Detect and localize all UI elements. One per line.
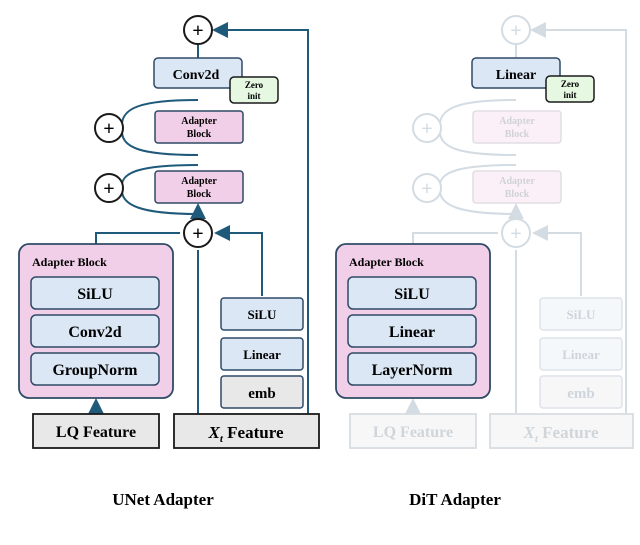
unet-adapter-block-2: Adapter Block: [154, 170, 244, 204]
unet-adapter-block-1: Adapter Block: [154, 110, 244, 144]
svg-text:Xt Feature: Xt Feature: [523, 423, 599, 445]
svg-text:+: +: [510, 223, 521, 245]
dit-lq-feature: LQ Feature: [349, 413, 477, 449]
unet-plus-top: +: [183, 15, 213, 45]
dit-adapter-block-2: Adapter Block: [472, 170, 562, 204]
svg-text:Zero: Zero: [245, 80, 264, 90]
dit-plus-merge: +: [501, 218, 531, 248]
svg-text:Linear: Linear: [496, 68, 536, 83]
svg-text:Block: Block: [187, 129, 212, 140]
svg-text:LQ Feature: LQ Feature: [56, 424, 136, 441]
svg-text:+: +: [192, 223, 203, 245]
dit-plus-adapter-2: +: [412, 173, 442, 203]
dit-emb-linear: Linear: [562, 347, 600, 362]
unet-plus-adapter-1: +: [94, 113, 124, 143]
unet-plus-adapter-2: +: [94, 173, 124, 203]
unet-emb-emb: emb: [248, 386, 276, 402]
unet-block-item-conv2d: Conv2d: [68, 324, 121, 341]
svg-text:Adapter: Adapter: [181, 176, 217, 187]
dit-big-adapter-block: Adapter Block SiLU Linear LayerNorm: [335, 243, 491, 399]
dit-linear-top: Linear: [471, 57, 561, 89]
unet-adapter: + + + + Conv2d Zero init Adapter Block: [18, 15, 320, 509]
unet-caption: UNet Adapter: [112, 490, 214, 509]
svg-text:LQ Feature: LQ Feature: [373, 424, 453, 441]
dit-block-item-silu: SiLU: [394, 286, 430, 303]
unet-big-adapter-block: Adapter Block SiLU Conv2d GroupNorm: [18, 243, 174, 399]
dit-caption: DiT Adapter: [409, 490, 501, 509]
svg-text:Xt Feature: Xt Feature: [208, 423, 284, 445]
unet-block-item-groupnorm: GroupNorm: [52, 362, 138, 379]
svg-text:Block: Block: [505, 189, 530, 200]
dit-adapter: + + + + Linear Zero init Adapter Block: [335, 15, 634, 509]
svg-text:Adapter: Adapter: [499, 176, 535, 187]
svg-text:Conv2d: Conv2d: [173, 68, 220, 83]
dit-block-item-linear: Linear: [389, 324, 435, 341]
svg-text:Block: Block: [505, 129, 530, 140]
svg-text:init: init: [563, 90, 576, 100]
unet-plus-merge: +: [183, 218, 213, 248]
svg-text:+: +: [421, 118, 432, 140]
svg-text:Adapter: Adapter: [181, 116, 217, 127]
dit-plus-top: +: [501, 15, 531, 45]
svg-text:Adapter Block: Adapter Block: [349, 255, 424, 269]
dit-emb-silu: SiLU: [567, 307, 597, 322]
unet-conv2d-top: Conv2d: [153, 57, 243, 89]
unet-emb-silu: SiLU: [248, 307, 278, 322]
dit-emb-stack: SiLU Linear emb: [539, 297, 623, 409]
dit-xt-feature: Xt Feature: [489, 413, 634, 449]
svg-text:+: +: [192, 20, 203, 42]
svg-text:+: +: [103, 118, 114, 140]
dit-zero-init: Zero init: [545, 75, 595, 103]
unet-lq-feature: LQ Feature: [32, 413, 160, 449]
svg-text:Block: Block: [187, 189, 212, 200]
svg-text:+: +: [103, 178, 114, 200]
svg-text:Adapter: Adapter: [499, 116, 535, 127]
dit-block-item-layernorm: LayerNorm: [372, 362, 454, 379]
dit-emb-emb: emb: [567, 386, 595, 402]
svg-text:Zero: Zero: [561, 79, 580, 89]
unet-xt-feature: Xt Feature: [173, 413, 320, 449]
dit-adapter-block-1: Adapter Block: [472, 110, 562, 144]
svg-text:+: +: [421, 178, 432, 200]
svg-text:init: init: [247, 91, 260, 101]
svg-text:Adapter Block: Adapter Block: [32, 255, 107, 269]
svg-text:+: +: [510, 20, 521, 42]
unet-zero-init: Zero init: [229, 76, 279, 104]
unet-emb-stack: SiLU Linear emb: [220, 297, 304, 409]
unet-emb-linear: Linear: [243, 347, 281, 362]
unet-block-item-silu: SiLU: [77, 286, 113, 303]
dit-plus-adapter-1: +: [412, 113, 442, 143]
